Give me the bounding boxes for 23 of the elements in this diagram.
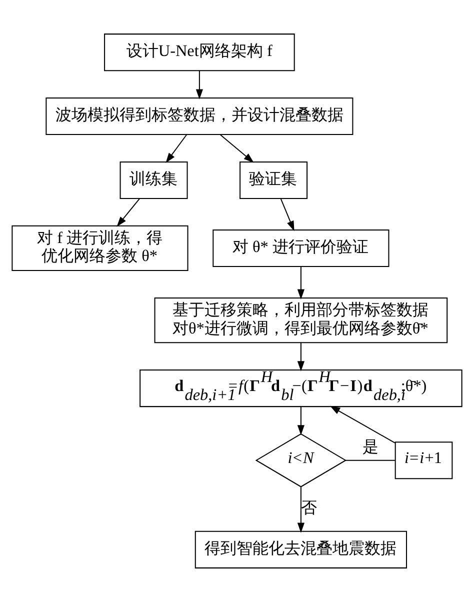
arrow: [166, 134, 187, 164]
node-box: 基于迁移策略，利用部分带标签数据对θ*进行微调，得到最优网络参数θ̄*: [154, 297, 448, 344]
arrow: [330, 406, 396, 444]
node-box: 对 f 进行训练，得优化网络参数 θ*: [12, 225, 188, 272]
edge-label: 否: [301, 498, 318, 517]
arrow: [297, 406, 304, 436]
edge-label: 是: [362, 438, 378, 456]
node-box: 波场模拟得到标签数据，并设计混叠数据: [46, 98, 354, 136]
node-box: i=i+1: [394, 442, 453, 480]
arrow: [297, 342, 304, 372]
arrow: [196, 70, 203, 100]
node-diamond: i<N: [255, 433, 347, 488]
node-box: 训练集: [120, 161, 188, 199]
arrow: [297, 487, 304, 533]
arrow: [220, 134, 254, 163]
node-box: 验证集: [240, 161, 308, 199]
arrow: [116, 198, 140, 227]
arrow: [297, 266, 304, 300]
node-box: 对 θ* 进行评价验证: [212, 229, 390, 267]
node-box: 设计U-Net网络架构 f: [104, 34, 295, 72]
connector: [346, 460, 395, 461]
node-box: 得到智能化去混叠地震数据: [194, 530, 407, 568]
arrow: [280, 198, 294, 232]
